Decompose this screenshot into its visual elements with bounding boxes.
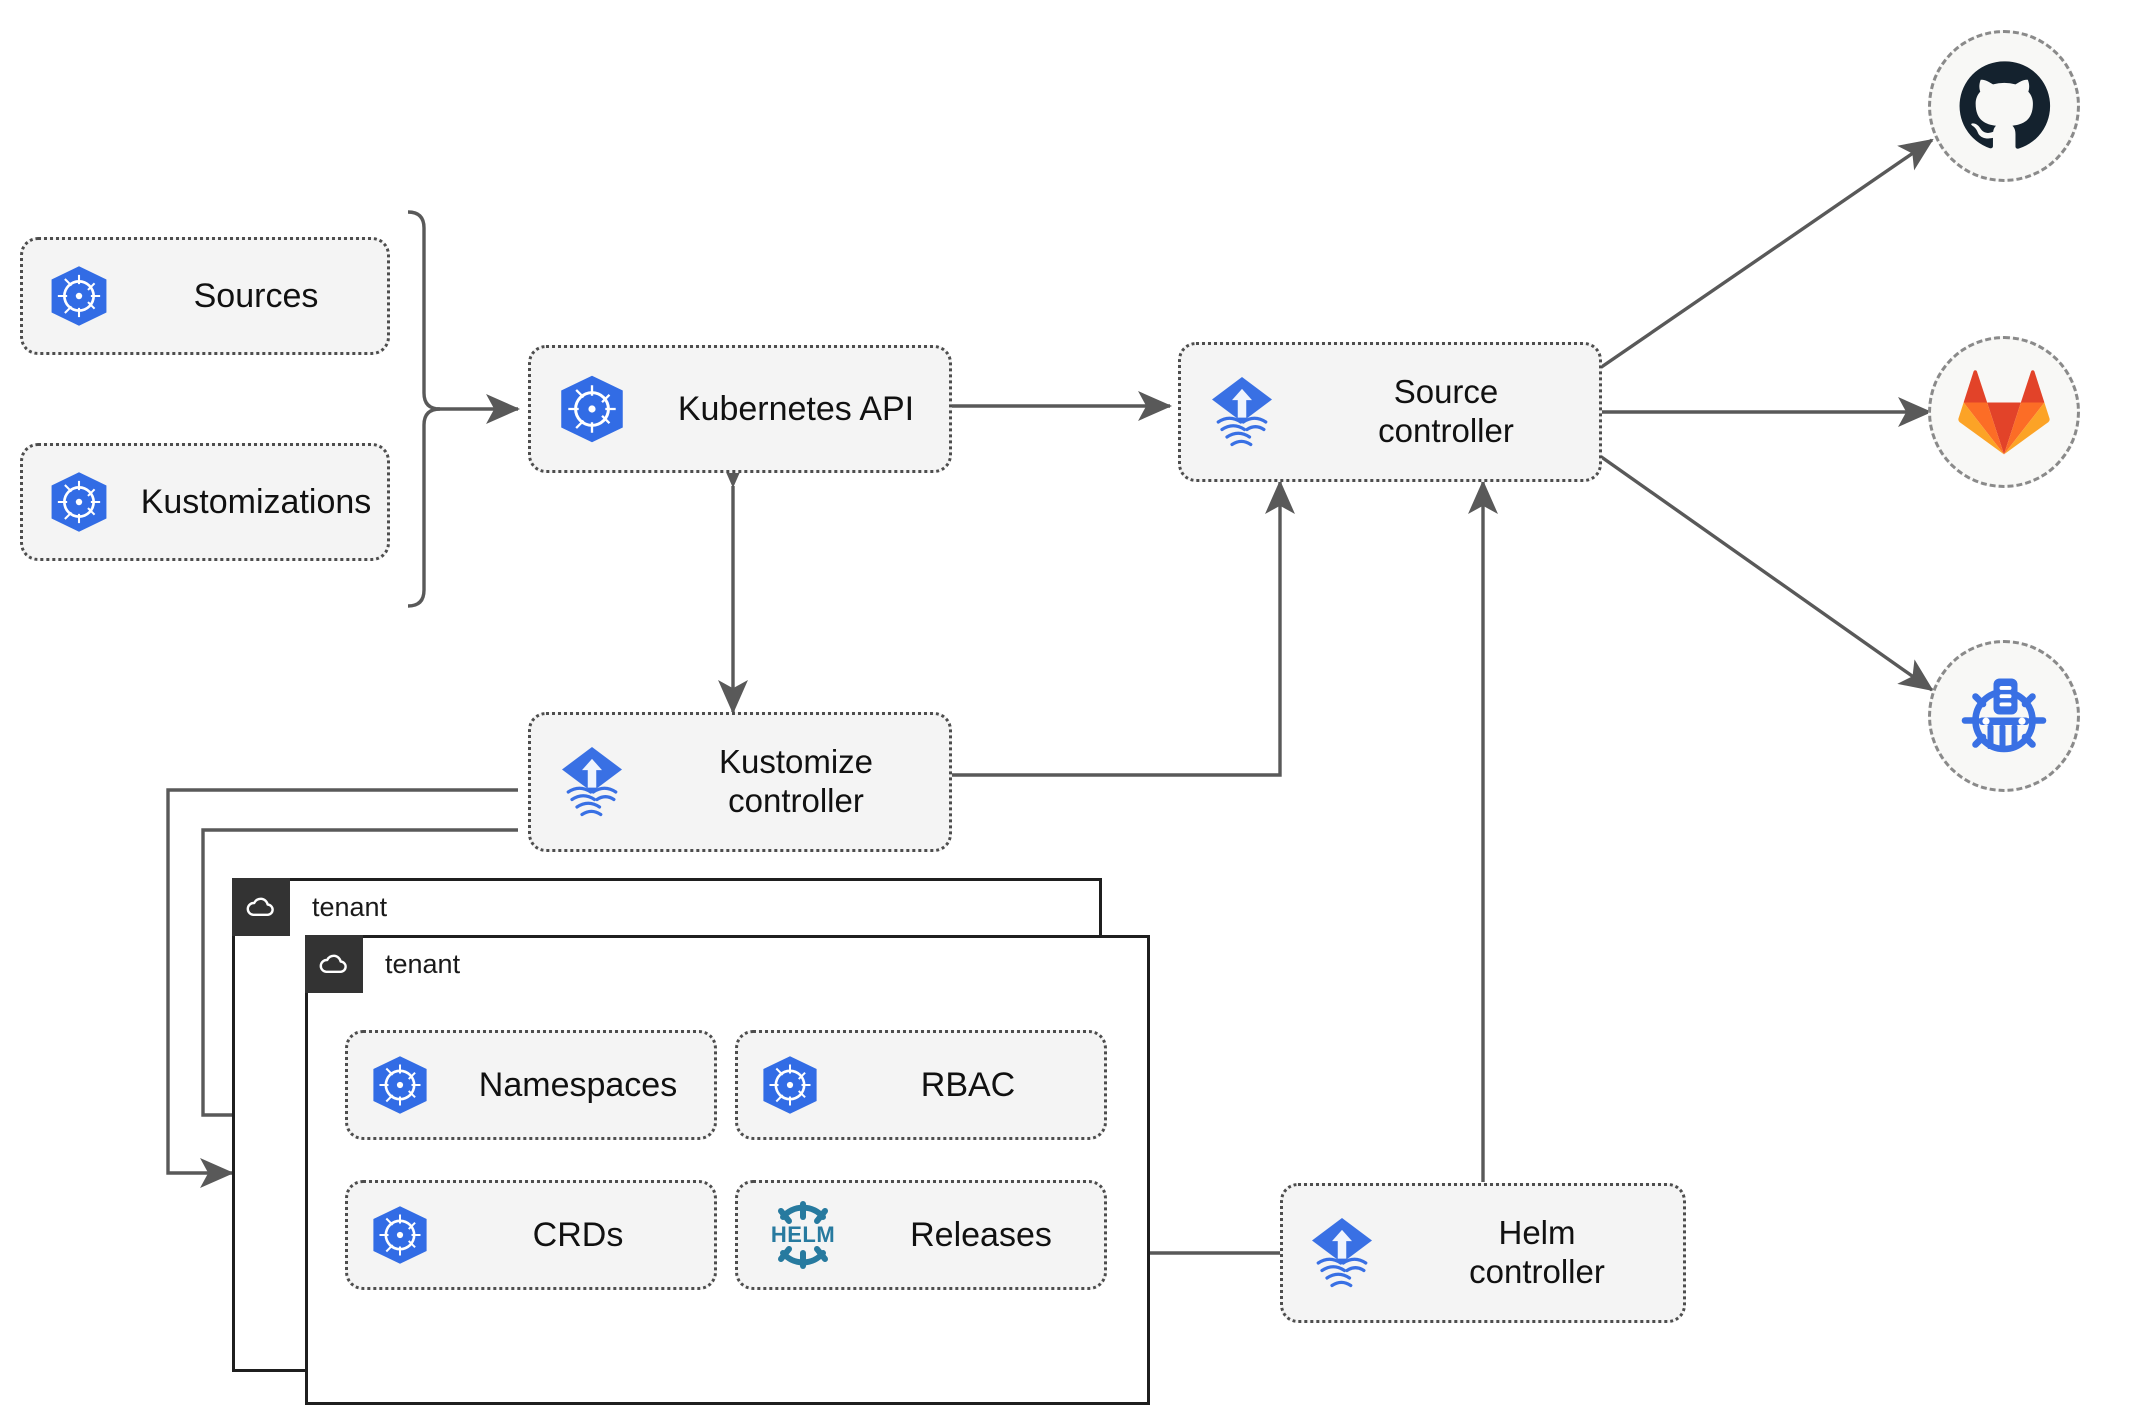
node-label: Namespaces bbox=[478, 1065, 678, 1104]
node-label: Sources bbox=[193, 276, 319, 315]
edge-brace bbox=[407, 210, 441, 608]
node-kustomize-controller[interactable]: Kustomize controller bbox=[528, 712, 952, 852]
edge-source-to-github bbox=[1599, 138, 1934, 370]
node-releases[interactable]: HELM Releases bbox=[735, 1180, 1107, 1290]
node-label: Kustomizations bbox=[140, 482, 372, 521]
node-helm-controller[interactable]: Helm controller bbox=[1280, 1183, 1686, 1323]
kubernetes-icon bbox=[348, 1203, 452, 1267]
github-icon bbox=[1959, 61, 2051, 149]
tenant-container-front: tenant bbox=[305, 935, 1150, 1405]
kubernetes-icon bbox=[23, 263, 135, 329]
node-kubernetes-api[interactable]: Kubernetes API bbox=[528, 345, 952, 473]
svg-text:HELM: HELM bbox=[771, 1222, 835, 1247]
flux-icon bbox=[1283, 1213, 1401, 1293]
flux-icon bbox=[1181, 372, 1303, 452]
node-label: RBAC bbox=[920, 1065, 1016, 1104]
gitlab-icon bbox=[1958, 370, 2050, 455]
node-label: Kubernetes API bbox=[677, 389, 915, 428]
kubernetes-icon bbox=[348, 1053, 452, 1117]
target-registry[interactable] bbox=[1928, 640, 2080, 792]
node-rbac[interactable]: RBAC bbox=[735, 1030, 1107, 1140]
node-label: CRDs bbox=[532, 1215, 624, 1254]
cloud-icon bbox=[232, 878, 290, 936]
registry-icon bbox=[1961, 678, 2047, 753]
node-label: Kustomize controller bbox=[718, 743, 874, 819]
kubernetes-icon bbox=[531, 372, 653, 446]
target-github[interactable] bbox=[1928, 30, 2080, 182]
node-label: Source controller bbox=[1378, 373, 1514, 449]
node-namespaces[interactable]: Namespaces bbox=[345, 1030, 717, 1140]
tenant-title-bar: tenant bbox=[305, 935, 460, 993]
node-source-controller[interactable]: Source controller bbox=[1178, 342, 1602, 482]
node-kustomizations[interactable]: Kustomizations bbox=[20, 443, 390, 561]
tenant-label: tenant bbox=[385, 948, 461, 979]
node-sources[interactable]: Sources bbox=[20, 237, 390, 355]
node-label: Releases bbox=[910, 1215, 1052, 1254]
tenant-title-bar: tenant bbox=[232, 878, 387, 936]
kubernetes-icon bbox=[23, 469, 135, 535]
node-label: Helm controller bbox=[1469, 1214, 1605, 1290]
tenant-label: tenant bbox=[312, 891, 388, 922]
flux-icon bbox=[531, 742, 653, 822]
node-crds[interactable]: CRDs bbox=[345, 1180, 717, 1290]
helm-icon: HELM bbox=[738, 1198, 868, 1272]
cloud-icon bbox=[305, 935, 363, 993]
edge-kustomize-to-source bbox=[952, 479, 1295, 777]
target-gitlab[interactable] bbox=[1928, 336, 2080, 488]
kubernetes-icon bbox=[738, 1053, 842, 1117]
edge-source-to-registry bbox=[1599, 454, 1934, 692]
